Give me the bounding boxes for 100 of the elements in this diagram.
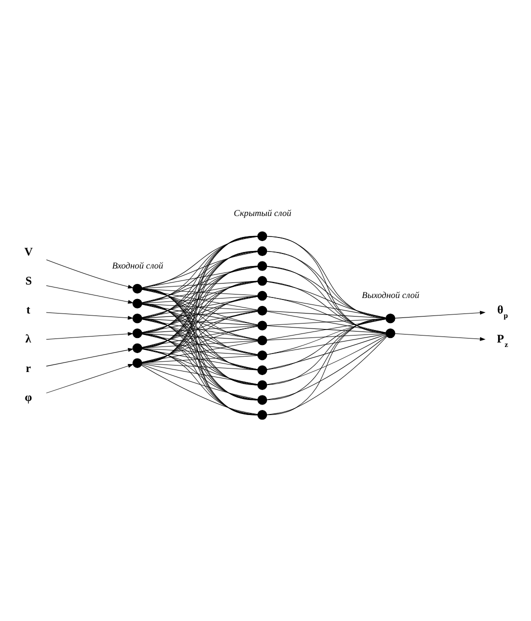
connector [142,362,258,370]
node-circle [132,313,142,323]
connector [142,295,258,362]
node-circle [257,380,268,390]
connector [142,333,258,384]
connector [142,340,258,348]
label: Выходной слой [362,290,420,300]
node-circle [257,364,268,375]
connector [142,318,258,354]
connector [142,363,258,384]
connector [142,318,258,400]
connector [142,303,258,355]
connector [266,333,386,354]
connector [266,318,386,415]
connector [266,318,386,354]
connector [142,280,258,303]
connector [142,236,258,288]
connector [142,288,258,340]
node-text: λ [25,332,32,346]
connector [266,310,386,318]
connector [142,325,258,362]
connector [142,310,258,348]
node-text: P$_{z}$ [496,332,508,349]
connector [142,348,258,384]
connector [266,318,386,370]
node-text: V [24,244,33,258]
connector [142,266,258,302]
connector [142,340,258,362]
connector [142,303,258,325]
arrow [46,312,134,320]
arrow [46,348,134,366]
connector [142,333,258,370]
connector [142,251,258,288]
connector [266,332,386,340]
connector [266,296,386,318]
node-text: t [26,303,30,316]
node-text: r [26,361,31,374]
node-circle [386,313,396,323]
connector [266,334,386,370]
connector [142,310,258,318]
connector [142,296,258,332]
arrow [46,284,134,304]
connector [266,235,386,334]
node-circle [132,342,142,353]
connector [142,348,258,370]
connector [142,236,258,303]
connector [266,296,386,332]
connector [266,336,388,414]
connector [142,288,258,325]
connector [142,332,258,415]
connector [266,318,386,400]
node-circle [386,328,396,338]
node-circle [257,410,268,420]
connector [266,334,387,384]
node-circle [257,335,268,345]
arrow [46,258,134,288]
connector [142,310,258,362]
connector [142,296,258,318]
connector [266,318,386,385]
arrow [46,331,134,340]
connector [142,250,258,333]
connector [142,364,258,400]
connector [142,325,258,333]
node-circle [132,283,142,294]
connector [142,310,258,332]
node-text: S [25,274,32,287]
connector [142,236,258,318]
node-circle [257,320,268,330]
connector [142,326,258,348]
connector [142,266,258,318]
connector [142,318,258,370]
connector [142,288,258,355]
connector [142,354,258,363]
connector [266,266,386,318]
node-circle [257,394,268,404]
node-circle [257,246,268,256]
connector [142,332,258,400]
node-circle [257,350,268,360]
connector [142,348,258,414]
connector [142,280,258,363]
connector [142,266,258,333]
node-circle [257,260,268,270]
connector [142,250,258,303]
arrow [46,364,134,393]
connector [266,250,386,318]
connector [266,335,387,400]
connector [142,318,258,385]
connector [266,280,386,318]
node-circle [257,305,268,316]
connector [266,236,386,318]
connector [142,280,258,332]
connector [142,288,258,370]
connector [266,280,386,333]
connector [142,318,258,340]
arrow [394,332,486,340]
connector [142,304,258,340]
connector [266,266,386,333]
connector [142,333,258,354]
node-circle [132,358,142,368]
connector [142,288,258,310]
